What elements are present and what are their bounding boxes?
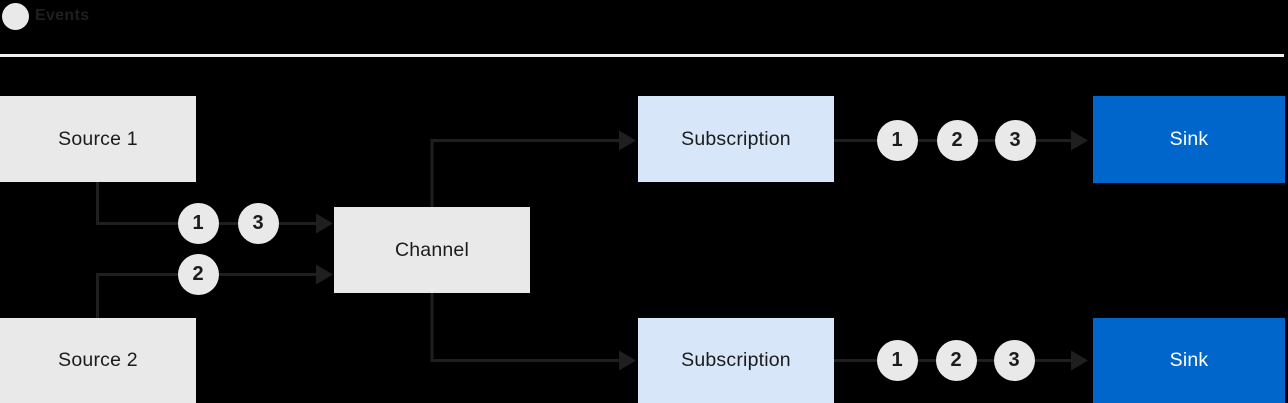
node-source-2: Source 2 xyxy=(0,318,196,403)
node-label: Subscription xyxy=(681,127,791,150)
event-marker: 1 xyxy=(876,120,918,161)
event-marker: 3 xyxy=(993,340,1035,381)
arrowhead-icon xyxy=(1071,350,1088,371)
arrowhead-icon xyxy=(316,213,333,234)
event-marker: 3 xyxy=(994,120,1036,161)
event-marker: 2 xyxy=(935,340,977,381)
node-sink-top: Sink xyxy=(1093,96,1285,183)
arrowhead-icon xyxy=(1071,130,1088,151)
event-marker: 1 xyxy=(177,203,219,244)
node-channel: Channel xyxy=(334,207,530,293)
node-source-1: Source 1 xyxy=(0,96,196,182)
node-label: Channel xyxy=(394,238,470,261)
arrowhead-icon xyxy=(619,350,636,371)
arrowhead-icon xyxy=(619,130,636,151)
legend-label: Events xyxy=(35,7,90,24)
node-label: Source 2 xyxy=(58,349,138,371)
node-subscription-top: Subscription xyxy=(638,96,834,182)
node-subscription-bottom: Subscription xyxy=(638,318,834,403)
event-marker: 3 xyxy=(237,203,279,244)
event-marker: 1 xyxy=(876,340,918,381)
node-label: Subscription xyxy=(681,349,791,371)
arrow-source2-to-channel xyxy=(96,273,317,318)
separator-line xyxy=(0,54,1284,57)
arrow-channel-to-subscription-bottom xyxy=(430,293,620,362)
arrowhead-icon xyxy=(316,264,333,285)
node-label: Source 1 xyxy=(58,127,138,150)
arrow-channel-to-subscription-top xyxy=(430,139,620,207)
event-marker: 2 xyxy=(177,254,219,295)
event-circle-icon xyxy=(2,3,29,30)
node-label: Sink xyxy=(1169,128,1209,150)
node-sink-bottom: Sink xyxy=(1093,318,1285,403)
node-label: Sink xyxy=(1169,349,1209,371)
event-marker: 2 xyxy=(936,120,978,161)
